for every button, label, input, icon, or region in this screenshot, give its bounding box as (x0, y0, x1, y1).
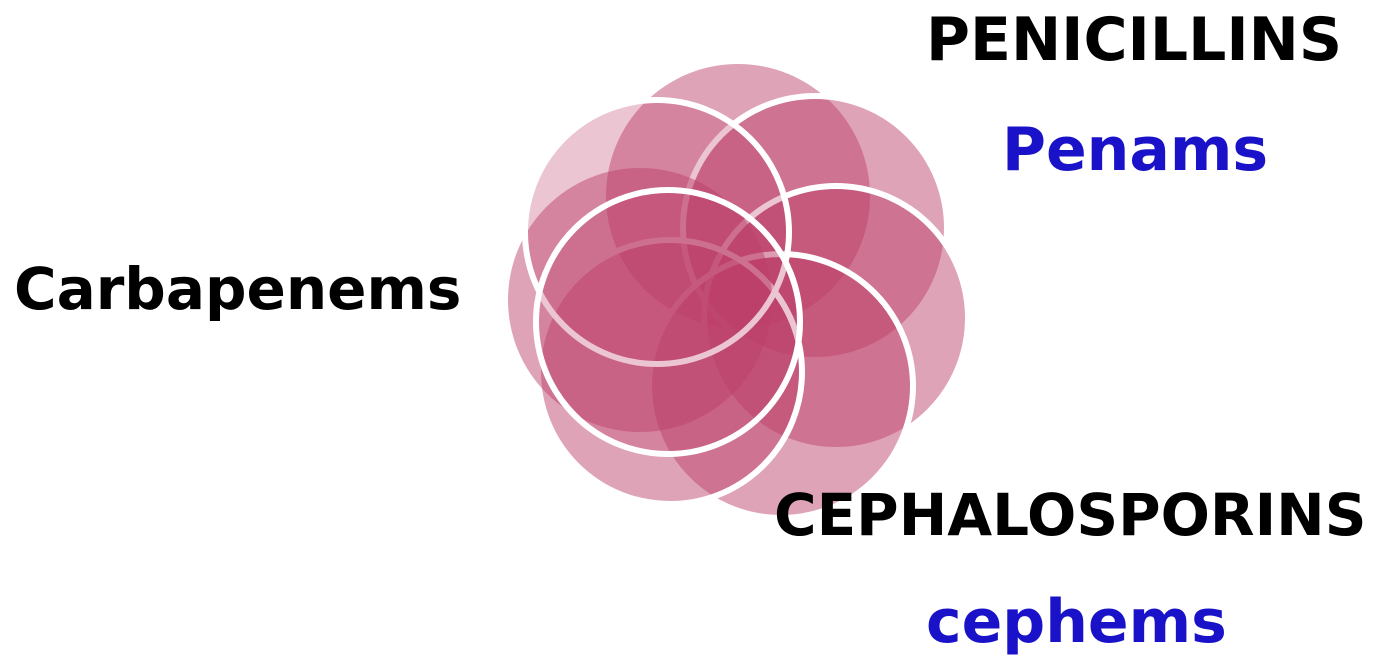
carbapenems-label: Carbapenems (14, 260, 461, 318)
cephems-label: cephems (926, 592, 1227, 652)
penicillins-label: PENICILLINS (926, 10, 1342, 70)
penams-label: Penams (1002, 120, 1268, 180)
cephalosporins-label: CEPHALOSPORINS (774, 486, 1366, 544)
petal-outline-circle (536, 190, 800, 454)
petal-group (508, 64, 968, 518)
